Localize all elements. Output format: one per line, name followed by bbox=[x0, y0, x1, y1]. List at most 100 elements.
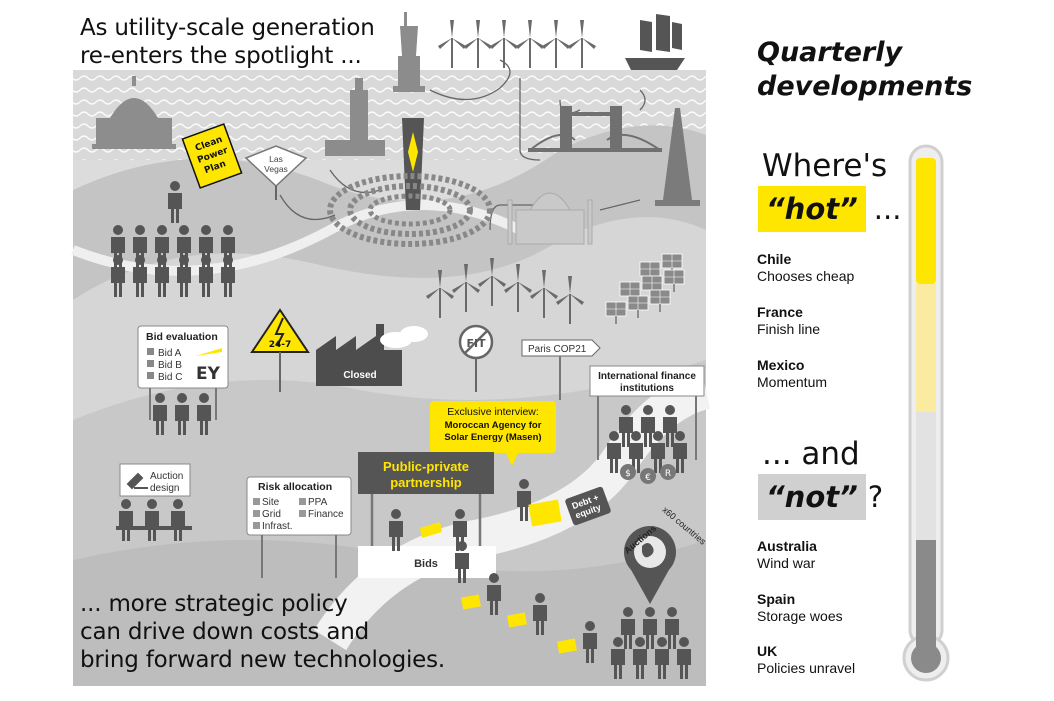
country-mexico: Mexico Momentum bbox=[757, 357, 897, 391]
turbines-top-icon bbox=[437, 19, 597, 69]
bid-a-label: Bid A bbox=[158, 348, 182, 359]
statue-of-liberty-icon bbox=[393, 12, 425, 92]
headline-top: As utility-scale generation re-enters th… bbox=[80, 14, 375, 70]
risk-infrast: Infrast. bbox=[262, 521, 293, 532]
not-heading: “not”? bbox=[758, 474, 883, 520]
auction-design-label-1: Auction bbox=[150, 471, 183, 482]
country-name: UK bbox=[757, 643, 778, 659]
dollar-coin-label: $ bbox=[625, 469, 631, 479]
checkbox-icons bbox=[147, 348, 154, 379]
risk-allocation-title: Risk allocation bbox=[258, 481, 332, 493]
hot-heading: “hot”... bbox=[758, 186, 901, 232]
taj-mahal-icon bbox=[507, 192, 593, 245]
headline-top-line-2: re-enters the spotlight ... bbox=[80, 43, 362, 69]
hot-label: “hot” bbox=[758, 186, 866, 232]
country-name: Mexico bbox=[757, 357, 805, 373]
bid-evaluation-title: Bid evaluation bbox=[146, 331, 218, 343]
bid-evaluation-board bbox=[137, 325, 229, 420]
not-suffix: ? bbox=[867, 480, 884, 514]
closed-factory-icon bbox=[316, 324, 428, 386]
ground bbox=[73, 540, 706, 686]
envelope-icon bbox=[420, 522, 442, 538]
minaret-icon bbox=[325, 78, 385, 156]
risk-allocation-board bbox=[246, 476, 352, 578]
ppp-label-2: partnership bbox=[390, 475, 462, 490]
title-line-2: developments bbox=[757, 71, 973, 102]
country-france: France Finish line bbox=[757, 304, 897, 338]
exclusive-interview-callout bbox=[430, 401, 556, 466]
country-uk: UK Policies unravel bbox=[757, 643, 897, 677]
bid-c-label: Bid C bbox=[158, 372, 182, 383]
no-fit-sign-icon bbox=[458, 324, 494, 392]
country-desc: Finish line bbox=[757, 321, 821, 337]
country-name: Spain bbox=[757, 591, 796, 607]
thermo-hot-segment bbox=[916, 158, 936, 284]
intl-finance-label-2: institutions bbox=[620, 383, 674, 394]
bid-envelopes bbox=[461, 594, 577, 654]
exclusive-interview-line-2: Solar Energy (Masen) bbox=[444, 432, 541, 443]
ppp-label-1: Public-private bbox=[383, 459, 469, 474]
risk-finance: Finance bbox=[308, 509, 344, 520]
country-desc: Policies unravel bbox=[757, 660, 856, 676]
intl-finance-board bbox=[589, 365, 705, 460]
tower-bridge-icon bbox=[528, 106, 662, 152]
thermometer-icon bbox=[902, 144, 950, 682]
exclusive-interview-line-1: Moroccan Agency for bbox=[445, 420, 542, 431]
headline-bottom-line-2: can drive down costs and bbox=[80, 619, 370, 645]
thermo-warm-segment bbox=[916, 284, 936, 412]
thermo-bulb bbox=[911, 643, 941, 673]
debt-equity-runner bbox=[517, 479, 611, 527]
clean-power-plan-sign bbox=[181, 123, 243, 189]
currency-coins-icon bbox=[620, 464, 676, 484]
risk-checkboxes bbox=[253, 498, 306, 529]
country-desc: Chooses cheap bbox=[757, 268, 855, 284]
country-chile: Chile Chooses cheap bbox=[757, 251, 897, 285]
intl-finance-label-1: International finance bbox=[598, 371, 696, 382]
country-desc: Storage woes bbox=[757, 608, 843, 624]
country-desc: Wind war bbox=[757, 555, 816, 571]
auction-design-label-2: design bbox=[150, 483, 179, 494]
country-name: Chile bbox=[757, 251, 792, 267]
country-australia: Australia Wind war bbox=[757, 538, 897, 572]
risk-site: Site bbox=[262, 497, 280, 508]
quarterly-developments-title: Quarterly developments bbox=[757, 36, 972, 104]
risk-ppa: PPA bbox=[308, 497, 328, 508]
fit-label: FIT bbox=[466, 337, 486, 350]
not-label: “not” bbox=[758, 474, 866, 520]
exclusive-interview-title: Exclusive interview: bbox=[447, 406, 539, 418]
hot-intro: Where's bbox=[762, 148, 888, 184]
eiffel-tower-icon bbox=[655, 108, 700, 206]
ey-logo: EY bbox=[196, 364, 221, 384]
rand-coin-label: R bbox=[665, 469, 671, 479]
bid-b-label: Bid B bbox=[158, 360, 182, 371]
power-cables bbox=[279, 59, 646, 231]
country-name: Australia bbox=[757, 538, 817, 554]
headline-bottom-line-1: ... more strategic policy bbox=[80, 591, 348, 617]
hot-suffix: ... bbox=[873, 192, 902, 226]
country-desc: Momentum bbox=[757, 374, 828, 390]
sailing-ship-icon bbox=[625, 14, 685, 70]
risk-grid: Grid bbox=[262, 509, 281, 520]
country-spain: Spain Storage woes bbox=[757, 591, 897, 625]
las-vegas-label-1: Las bbox=[269, 154, 283, 164]
las-vegas-label-2: Vegas bbox=[264, 164, 288, 174]
paris-cop21-sign bbox=[521, 339, 601, 400]
ppp-board bbox=[358, 452, 496, 578]
headline-top-line-1: As utility-scale generation bbox=[80, 15, 375, 41]
not-intro: ... and bbox=[762, 436, 860, 472]
auction-designers bbox=[116, 499, 192, 541]
headline-bottom-line-3: bring forward new technologies. bbox=[80, 647, 446, 673]
country-name: France bbox=[757, 304, 803, 320]
infographic-illustration: Las Vegas bbox=[71, 12, 711, 686]
sign-24-7-label: 24-7 bbox=[269, 340, 292, 350]
headline-bottom: ... more strategic policy can drive down… bbox=[80, 590, 445, 674]
heliostat-field bbox=[327, 173, 493, 247]
paris-cop21-label: Paris COP21 bbox=[528, 344, 587, 355]
auctions-map-pin bbox=[624, 526, 676, 604]
closed-label: Closed bbox=[343, 370, 376, 381]
auction-design-board bbox=[119, 463, 191, 497]
las-vegas-sign-icon bbox=[244, 145, 308, 200]
thermo-cool-segment bbox=[916, 412, 936, 540]
title-line-1: Quarterly bbox=[757, 37, 903, 68]
ey-beam-icon bbox=[196, 348, 222, 356]
